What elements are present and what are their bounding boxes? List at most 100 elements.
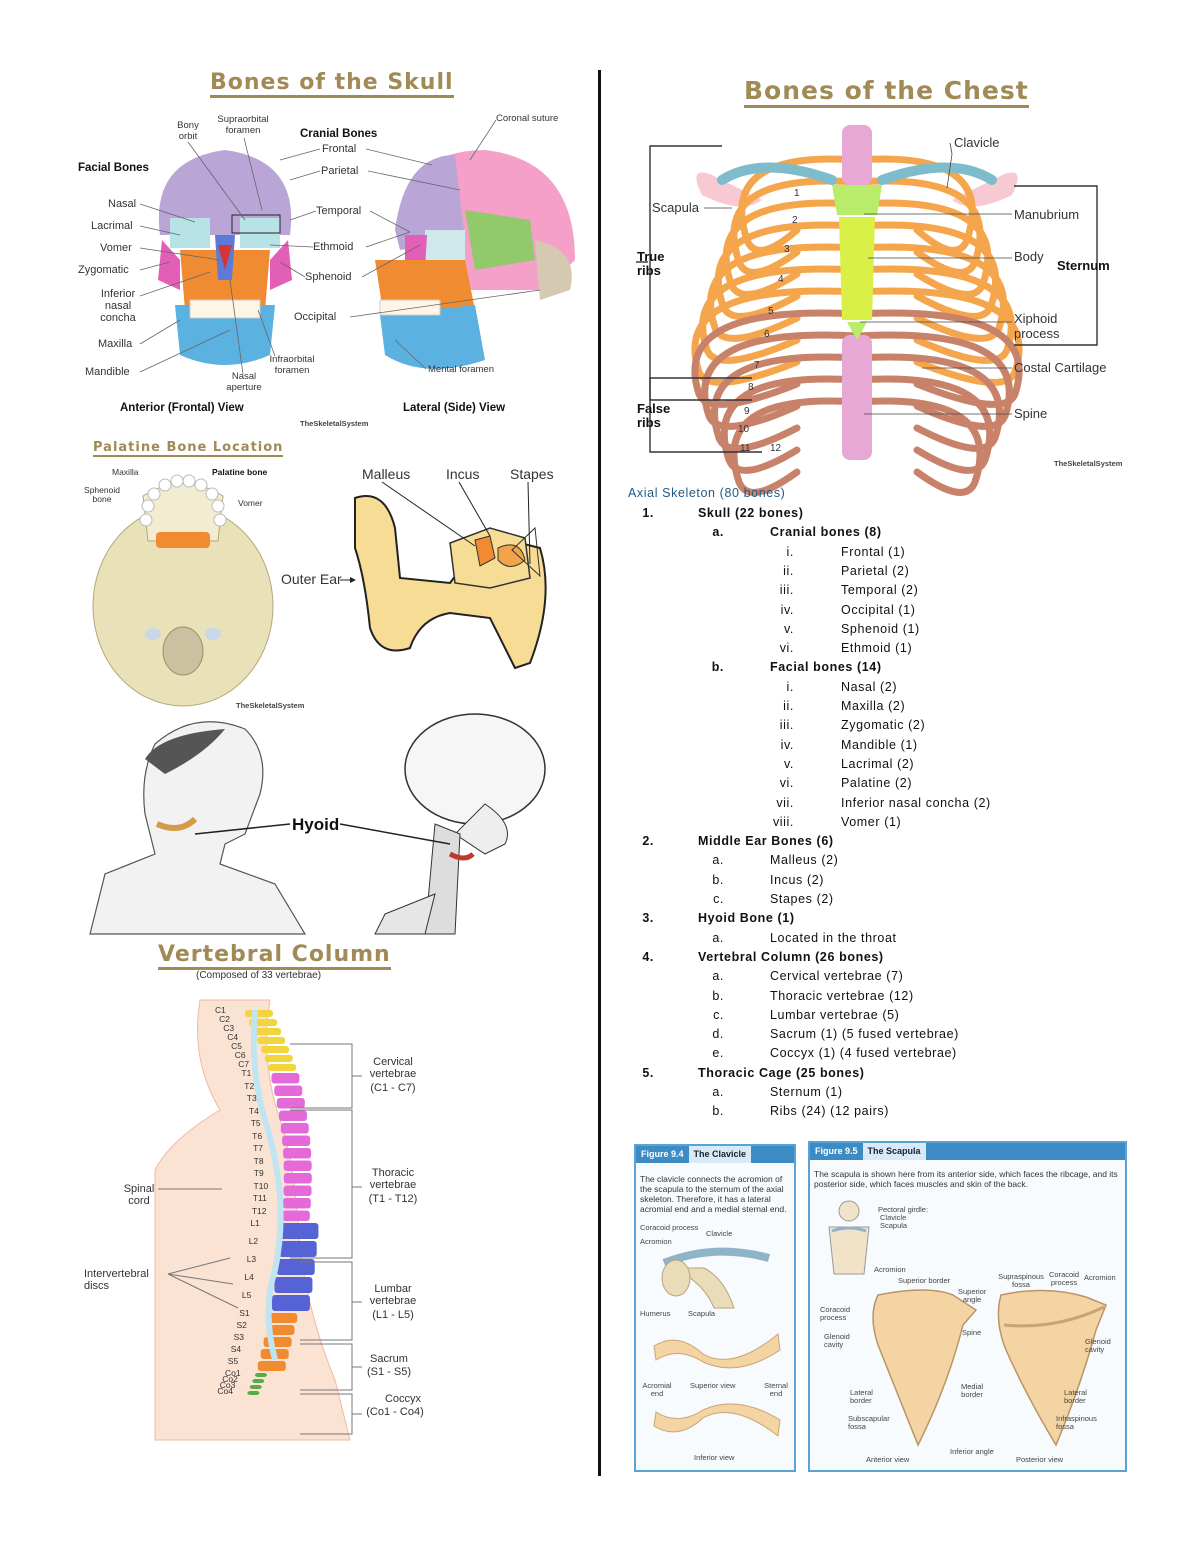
fig95-posterior-view: Posterior view [1016, 1455, 1064, 1464]
vertebra-t7 [283, 1148, 312, 1159]
fig94-caption: The clavicle connects the acromion of th… [640, 1174, 787, 1214]
vertebra-label-t4: T4 [248, 1105, 259, 1116]
cranial-label-temporal: Temporal [316, 205, 362, 217]
rib-6-left [699, 265, 861, 364]
vertebra-label-t9: T9 [253, 1168, 264, 1178]
rib-number-11: 11 [740, 443, 751, 454]
outline-text: Incus (2) [770, 872, 825, 887]
rib-11-right [853, 375, 994, 474]
fig94-sternal-end: Sternal end [764, 1381, 788, 1398]
outline-marker: ii. [783, 699, 794, 713]
vertebral-title: Vertebral Column [158, 942, 391, 970]
skull-leader-lines [139, 119, 541, 375]
cranial-label-ethmoid: Ethmoid [313, 241, 354, 253]
outline-marker: 2. [642, 834, 654, 849]
group-cervical-name: Cervical vertebrae [369, 1056, 417, 1080]
palatine-vomer-label: Vomer [238, 498, 263, 508]
facial-label-lacrimal: Lacrimal [91, 220, 133, 232]
axial-skeleton-outline: Axial Skeleton (80 bones) 1.Skull (22 bo… [628, 486, 1188, 1126]
outline-text: Sphenoid (1) [841, 621, 920, 636]
outline-marker: e. [712, 1046, 724, 1061]
fig94-acromial-end: Acromial end [642, 1381, 672, 1398]
vertebra-label-t5: T5 [250, 1118, 261, 1128]
fig94-scapula: Scapula [688, 1309, 716, 1318]
chest-spine-label: Spine [1014, 406, 1048, 421]
skull-title: Bones of the Skull [210, 70, 454, 98]
outline-text: Temporal (2) [841, 583, 919, 598]
vertebra-label-s3: S3 [233, 1332, 244, 1342]
vertebra-label-co4: Co4 [217, 1386, 233, 1396]
rib-number-4: 4 [778, 274, 784, 285]
cranial-label-parietal: Parietal [321, 165, 359, 177]
palatine-bone-label: Palatine bone [212, 467, 268, 477]
facial-label-zygomatic: Zygomatic [78, 264, 129, 276]
clavicle-inferior-view [653, 1403, 781, 1437]
fig94-number: Figure 9.4 [641, 1149, 684, 1159]
fig95-title: The Scapula [862, 1143, 926, 1160]
cranial-label-sphenoid: Sphenoid [305, 271, 352, 283]
outline-text: Sternum (1) [770, 1085, 843, 1099]
outline-marker: 3. [642, 911, 654, 926]
vertebra-label-l4: L4 [244, 1272, 254, 1282]
malleus-label: Malleus [362, 466, 411, 482]
outline-marker: i. [786, 544, 794, 559]
fig95-superior-border: Superior border [898, 1276, 951, 1285]
outline-marker: b. [712, 1104, 724, 1119]
outline-text: Frontal (1) [841, 544, 906, 559]
cranial-label-frontal: Frontal [322, 143, 357, 155]
vertebra-label-s5: S5 [227, 1356, 239, 1366]
vertebra-l2 [278, 1241, 317, 1257]
vertebra-t4 [278, 1110, 307, 1121]
fig95-p-scapula: Scapula [880, 1221, 908, 1230]
skull-panel: Bones of the Skull Facial Bones Cranial … [0, 0, 598, 440]
group-coccyx-name: Coccyx [384, 1393, 422, 1405]
infraorbital-label: Infraorbital foramen [269, 354, 315, 376]
clavicle-shoulder-illustration [661, 1247, 771, 1309]
scapula-posterior-illustration [997, 1289, 1107, 1447]
palatine-maxilla-label: Maxilla [112, 467, 139, 477]
palatine-title: Palatine Bone Location [93, 440, 284, 457]
group-sacrum-range: (S1 - S5) [366, 1366, 411, 1378]
hyoid-skeleton-illustration [374, 713, 546, 935]
fig95-anterior-view: Anterior view [866, 1455, 910, 1464]
vertebra-label-c2: C2 [219, 1014, 231, 1024]
rib-12-right [853, 397, 984, 496]
fig94-title: The Clavicle [688, 1146, 752, 1163]
vertebra-label-t11: T11 [252, 1193, 267, 1203]
outline-marker: ii. [783, 563, 794, 578]
outline-text: Lumbar vertebrae (5) [770, 1007, 900, 1022]
rib-10-right [853, 353, 1003, 452]
false-ribs-label: False ribs [637, 401, 671, 430]
vertebra-s5 [257, 1361, 286, 1371]
outline-marker: iv. [780, 602, 794, 617]
column-divider [598, 70, 601, 1476]
fig95-medial-border: Medial border [960, 1382, 984, 1399]
vertebra-label-co1: Co1 [224, 1368, 241, 1378]
vertebra-t12 [281, 1210, 310, 1221]
cranial-bones-heading: Cranial Bones [300, 128, 378, 140]
vertebra-co2 [252, 1379, 265, 1383]
rib-11-left [720, 375, 861, 474]
rib-number-3: 3 [784, 244, 790, 255]
outline-text: Vomer (1) [841, 814, 902, 829]
hyoid-panel: Hyoid [70, 713, 590, 940]
vertebra-label-c4: C4 [227, 1032, 239, 1042]
chest-sternum-label: Sternum [1057, 258, 1110, 273]
outline-marker: vii. [776, 795, 794, 810]
facial-bones-heading: Facial Bones [78, 162, 149, 174]
outline-marker: 1. [642, 506, 654, 520]
palatine-panel: Palatine Bone Location Maxilla Palatine … [0, 436, 598, 716]
vertebra-label-t6: T6 [252, 1130, 263, 1141]
outline-text: Located in the throat [770, 930, 897, 945]
skull-anterior-illustration [158, 150, 292, 365]
vertebra-label-s2: S2 [236, 1320, 247, 1330]
vertebra-label-c1: C1 [215, 1005, 226, 1015]
vertebra-label-l3: L3 [246, 1254, 257, 1264]
outline-marker: b. [712, 872, 724, 887]
outline-text: Zygomatic (2) [841, 718, 926, 733]
outline-text: Malleus (2) [770, 853, 839, 868]
palatine-sphenoid-label: Sphenoid bone [84, 485, 120, 504]
fig94-header: Figure 9.4 The Clavicle [636, 1146, 794, 1163]
outline-marker: vi. [779, 776, 794, 791]
group-thoracic-range: (T1 - T12) [368, 1193, 418, 1205]
